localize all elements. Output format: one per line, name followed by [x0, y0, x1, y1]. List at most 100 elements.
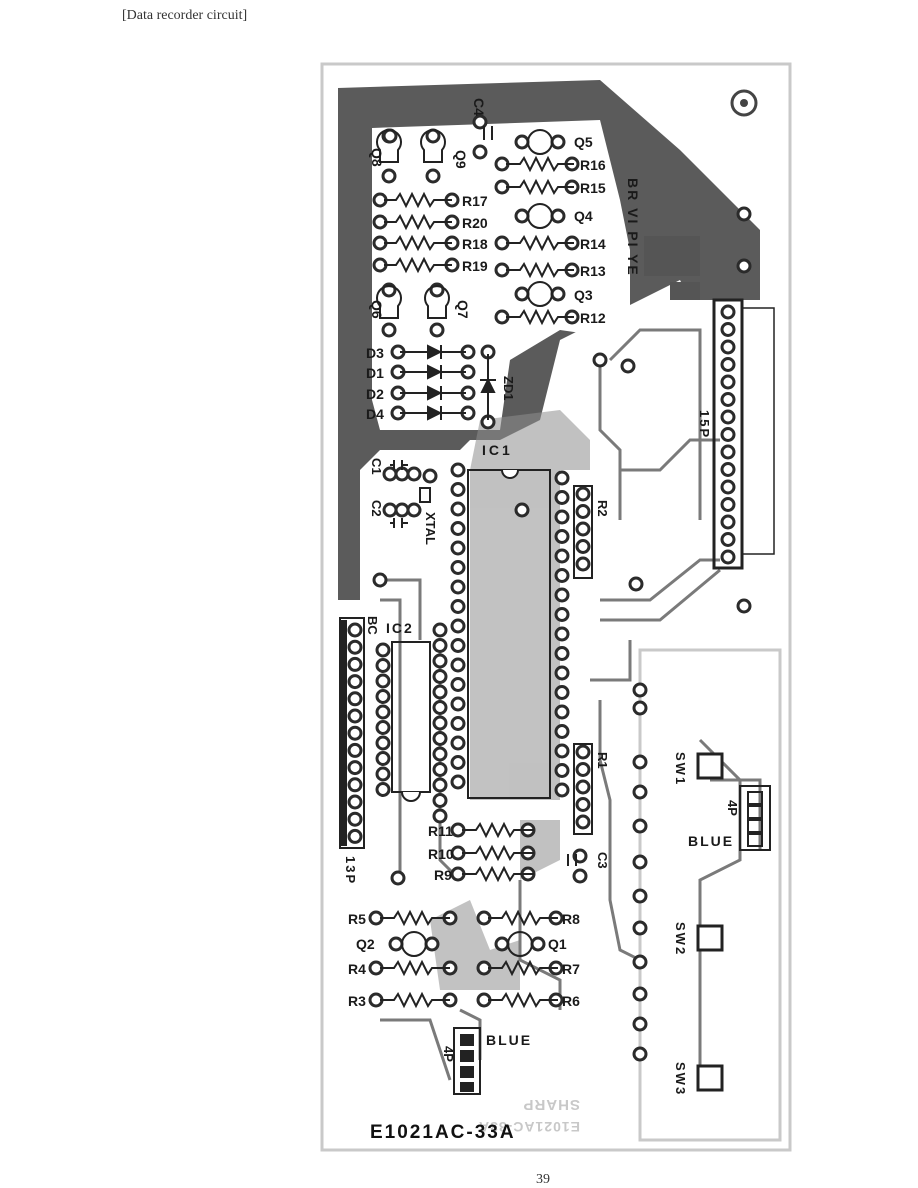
ic2-pin-pad: [375, 704, 391, 720]
label-c3: C3: [595, 852, 610, 869]
board-model-code: E1021AC-33A: [370, 1122, 516, 1143]
ic1-pin-pad: [554, 763, 570, 778]
ic1-pin-pad: [450, 755, 466, 770]
label-r6: R6: [562, 993, 580, 1009]
resistor-array-pad: [575, 779, 591, 795]
ghost-model-code: E1021AC-33A: [478, 1119, 580, 1135]
connector-15p-pad: [720, 549, 736, 565]
switch-area-pad: [632, 754, 648, 770]
mount-hole: [730, 89, 758, 117]
label-13p: 13P: [343, 856, 358, 885]
ic1-pin-pad: [450, 716, 466, 731]
ic1-pin-pad: [450, 501, 466, 517]
ic1-pin-pad: [450, 657, 466, 673]
ic1-pin-pad: [554, 568, 570, 583]
cap-pad: [406, 466, 422, 482]
transistor-pad: [550, 208, 566, 224]
ic2-pin-pad: [432, 622, 448, 638]
ghost-sharp: SHARP: [522, 1096, 580, 1113]
label-d1: D1: [366, 365, 384, 381]
label-r12: R12: [580, 310, 606, 326]
ic2-pin-pad: [432, 684, 448, 700]
label-r15: R15: [580, 180, 606, 196]
ic2-pin-pad: [432, 653, 448, 669]
ic2-pin-pad: [432, 731, 448, 746]
transistor-pad: [550, 286, 566, 302]
ic1-pin-pad: [554, 665, 570, 681]
label-4p-right: 4P: [725, 800, 740, 816]
connector-4p-right-body: [739, 785, 771, 851]
label-d2: D2: [366, 386, 384, 402]
switch-area-pad: [632, 986, 648, 1002]
via-pad: [514, 502, 530, 518]
transistor-pad: [388, 936, 404, 952]
resistor-array-pad: [575, 521, 591, 537]
label-r17: R17: [462, 193, 488, 209]
switch-area-pad: [632, 854, 648, 870]
switch-area-pad: [632, 818, 648, 834]
label-r11: R11: [428, 823, 453, 839]
label-r19: R19: [462, 258, 488, 274]
connector-15p-pad: [720, 444, 736, 460]
resistor-array-pad: [575, 556, 591, 572]
ic1-pin-pad: [554, 587, 570, 603]
label-sw2: SW2: [673, 922, 688, 956]
transistor-outlines: [376, 129, 553, 957]
cap-pad: [406, 502, 422, 518]
connector-13p-pad: [347, 760, 363, 776]
connector-13p-pad: [347, 656, 363, 672]
board-outline: [320, 62, 792, 1152]
cap-pad: [472, 144, 488, 160]
ic2-pin-pad: [375, 689, 391, 704]
ic1-pin-pad: [554, 685, 570, 700]
diode-symbols: [400, 344, 496, 421]
transistor-pad: [514, 134, 530, 150]
ic2-pin-pad: [432, 793, 448, 808]
cap-pad: [572, 868, 588, 884]
switch-area-pad: [632, 954, 648, 970]
ic1-pin-pad: [554, 607, 570, 622]
label-ic1: IC1: [482, 442, 513, 458]
connector-15p-pad: [720, 462, 736, 477]
connector-15p-pad: [720, 374, 736, 390]
ic1-pin-pad: [554, 490, 570, 505]
connector-15p-pad: [720, 514, 736, 530]
resistor-array-pad: [575, 539, 591, 554]
label-r10: R10: [428, 846, 454, 862]
ic1-pin-pad: [450, 618, 466, 634]
via-pad: [592, 352, 608, 368]
connector-4p-bottom-body: [453, 1027, 481, 1095]
via-pad: [620, 358, 636, 374]
label-r16: R16: [580, 157, 606, 173]
cap-pad: [422, 468, 438, 484]
ic1-pin-pad: [450, 560, 466, 575]
connector-13p-pad: [347, 622, 363, 638]
connector-15p-pad: [720, 479, 736, 495]
ic1-pin-pad: [450, 540, 466, 556]
switch-area-pad: [632, 888, 648, 904]
ic1-pin-pad: [450, 579, 466, 595]
connector-15p-pad: [720, 339, 736, 355]
ic2-body: [391, 641, 431, 802]
ic1-pin-pad: [450, 677, 466, 692]
ic1-pin-pad: [450, 774, 466, 790]
label-r8: R8: [562, 911, 580, 927]
label-bc: BC: [365, 616, 380, 635]
transistor-pad: [381, 322, 397, 338]
ghost-silkscreen: SHARP E1021AC-33A: [478, 1096, 580, 1135]
connector-13p-pad: [347, 674, 363, 690]
label-q5: Q5: [574, 134, 593, 150]
label-xtal: XTAL: [423, 512, 438, 545]
ic2-pin-pad: [375, 642, 391, 658]
label-c2: C2: [369, 500, 384, 517]
connector-13p-pad: [347, 828, 363, 844]
ic1-pin-pad: [554, 470, 570, 486]
label-q6: Q6: [369, 300, 385, 319]
label-q1: Q1: [548, 936, 567, 952]
via-pad: [736, 206, 752, 222]
label-r9: R9: [434, 867, 452, 883]
label-q2: Q2: [356, 936, 375, 952]
copper-traces: [380, 328, 762, 1082]
connector-15p-body: [712, 298, 775, 570]
